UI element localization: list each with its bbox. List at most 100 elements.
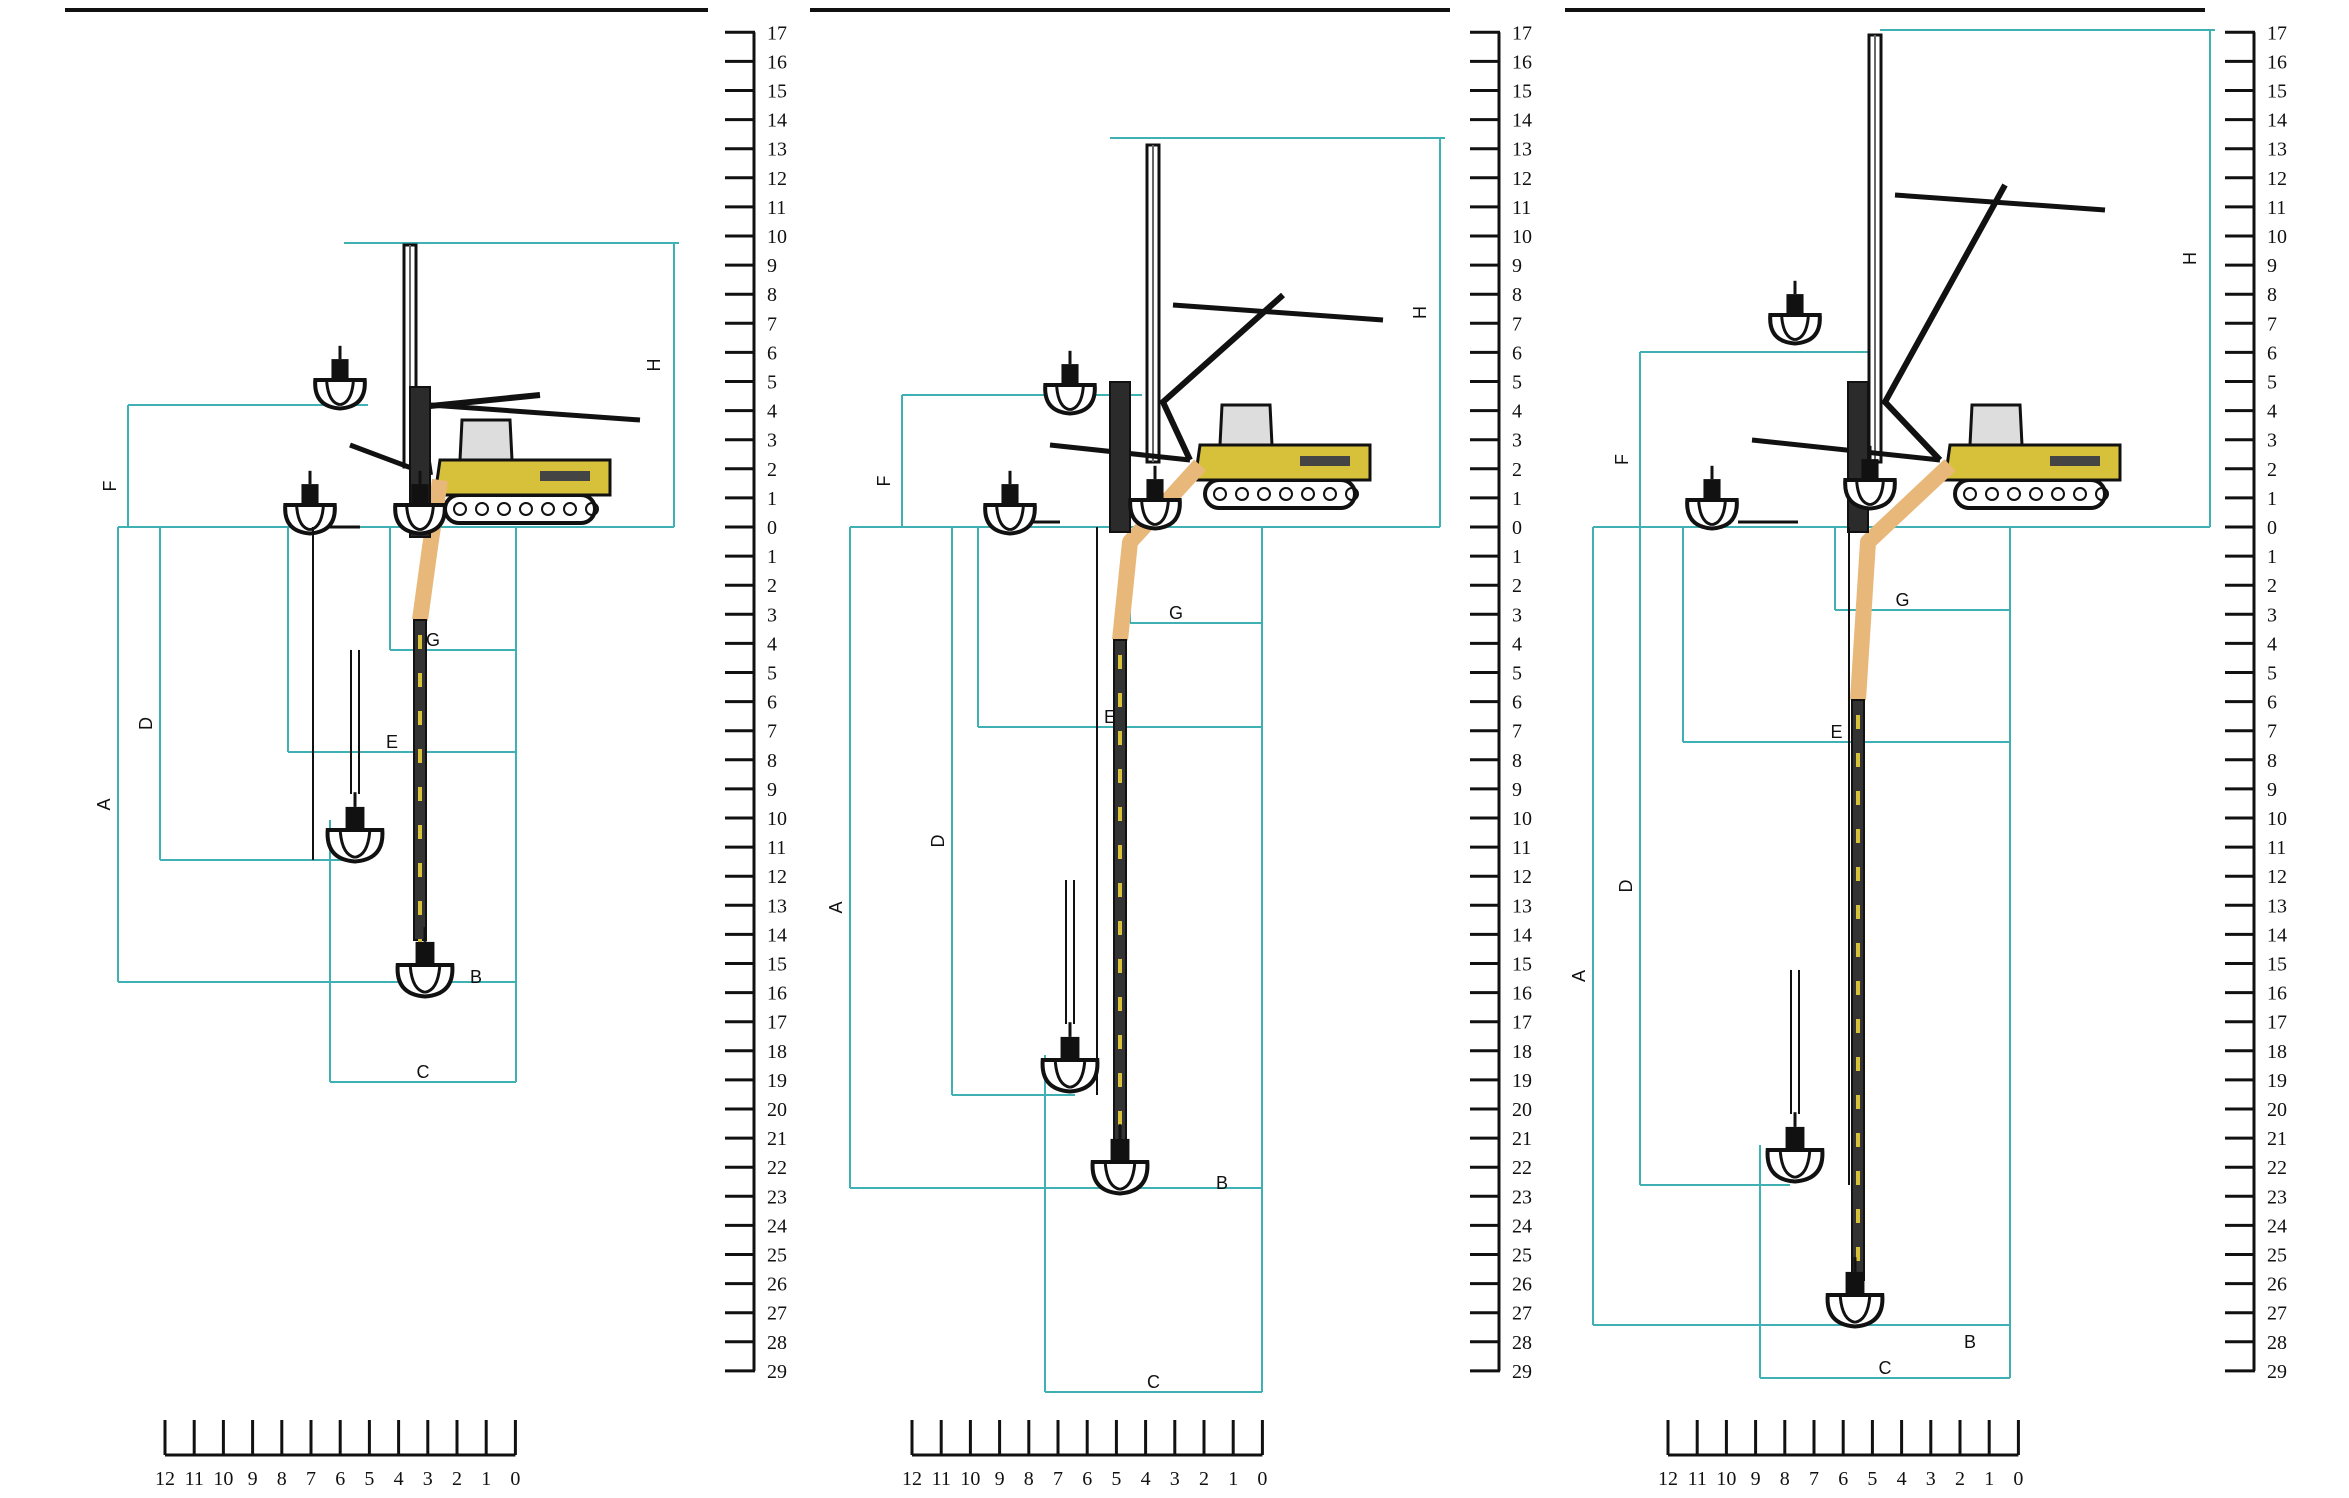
boom-lowered bbox=[412, 478, 448, 622]
scale-tick-label: 26 bbox=[1512, 1274, 1532, 1296]
stick-marker bbox=[1856, 943, 1860, 957]
scale-tick-label: 21 bbox=[2267, 1128, 2287, 1150]
dim-label-d: D bbox=[928, 835, 948, 848]
stick-marker bbox=[1856, 1171, 1860, 1185]
grab-tine bbox=[338, 831, 372, 859]
scale-tick-label: 10 bbox=[767, 226, 787, 248]
hscale-tick-label: 7 bbox=[1053, 1468, 1063, 1490]
dim-label-b: B bbox=[1216, 1173, 1228, 1193]
hscale-tick-label: 10 bbox=[213, 1468, 233, 1490]
scale-tick-label: 3 bbox=[1512, 430, 1522, 452]
stick-marker bbox=[1118, 883, 1122, 897]
scale-tick-label: 15 bbox=[767, 81, 787, 103]
scale-tick-label: 17 bbox=[767, 1012, 787, 1034]
boom-arm-raised bbox=[1159, 292, 1285, 462]
scale-tick-label: 1 bbox=[1512, 546, 1522, 568]
scale-tick-label: 5 bbox=[2267, 663, 2277, 685]
hscale-tick-label: 1 bbox=[1228, 1468, 1238, 1490]
scale-tick-label: 6 bbox=[1512, 692, 1522, 714]
dim-label-f: F bbox=[1612, 454, 1632, 465]
hscale-tick-label: 6 bbox=[1082, 1468, 1092, 1490]
hscale-tick-label: 6 bbox=[335, 1468, 345, 1490]
stick-marker bbox=[1118, 769, 1122, 783]
scale-tick-label: 1 bbox=[1512, 488, 1522, 510]
scale-tick-label: 11 bbox=[1512, 197, 1531, 219]
scale-tick-label: 2 bbox=[767, 575, 777, 597]
stick-marker bbox=[418, 749, 422, 763]
hscale-tick-label: 11 bbox=[1688, 1468, 1707, 1490]
hscale-tick-label: 0 bbox=[1257, 1468, 1267, 1490]
stick-marker bbox=[418, 825, 422, 839]
hscale-tick-label: 9 bbox=[995, 1468, 1005, 1490]
hscale-tick-label: 10 bbox=[1716, 1468, 1736, 1490]
dim-label-b: B bbox=[1964, 1332, 1976, 1352]
scale-tick-label: 18 bbox=[767, 1041, 787, 1063]
boom-lowered bbox=[1112, 459, 1206, 641]
scale-tick-label: 1 bbox=[767, 546, 777, 568]
grab-rotator bbox=[1060, 1036, 1080, 1060]
stick-marker bbox=[1118, 845, 1122, 859]
scale-tick-label: 29 bbox=[1512, 1361, 1532, 1383]
cab bbox=[1218, 403, 1274, 447]
grab-rotator bbox=[1703, 479, 1721, 500]
stick-marker bbox=[1118, 1035, 1122, 1049]
scale-tick-label: 20 bbox=[767, 1099, 787, 1121]
scale-tick-label: 8 bbox=[767, 284, 777, 306]
hscale-tick-label: 7 bbox=[1809, 1468, 1819, 1490]
scale-tick-label: 28 bbox=[2267, 1332, 2287, 1354]
scale-tick-label: 8 bbox=[1512, 750, 1522, 772]
grab-rotator bbox=[1785, 1126, 1805, 1150]
hscale-tick-label: 6 bbox=[1838, 1468, 1848, 1490]
scale-tick-label: 16 bbox=[767, 983, 787, 1005]
scale-tick-label: 17 bbox=[1512, 1012, 1532, 1034]
hscale-tick-label: 9 bbox=[1751, 1468, 1761, 1490]
scale-tick-label: 2 bbox=[2267, 575, 2277, 597]
scale-tick-label: 13 bbox=[2267, 139, 2287, 161]
grab-tine bbox=[1053, 1061, 1087, 1089]
dim-label-c: C bbox=[417, 1062, 430, 1082]
scale-tick-label: 29 bbox=[767, 1361, 787, 1383]
upper-body bbox=[433, 458, 612, 497]
dim-label-f: F bbox=[874, 476, 894, 487]
scale-tick-label: 26 bbox=[2267, 1274, 2287, 1296]
scale-tick-label: 8 bbox=[1512, 284, 1522, 306]
scale-tick-label: 24 bbox=[767, 1215, 787, 1237]
scale-tick-label: 7 bbox=[2267, 721, 2277, 743]
stick-marker bbox=[1118, 807, 1122, 821]
scale-tick-label: 20 bbox=[1512, 1099, 1532, 1121]
track-roller bbox=[2095, 487, 2109, 501]
scale-tick-label: 14 bbox=[767, 110, 787, 132]
scale-tick-label: 16 bbox=[767, 51, 787, 73]
scale-tick-label: 13 bbox=[2267, 895, 2287, 917]
stick-marker bbox=[1856, 1133, 1860, 1147]
scale-tick-label: 12 bbox=[2267, 866, 2287, 888]
scale-tick-label: 3 bbox=[1512, 604, 1522, 626]
scale-tick-label: 5 bbox=[767, 372, 777, 394]
boom-lowered bbox=[1850, 459, 1956, 701]
grab-rotator bbox=[1146, 479, 1164, 500]
hscale-tick-label: 3 bbox=[1170, 1468, 1180, 1490]
track-roller bbox=[585, 502, 599, 516]
track-roller bbox=[1963, 487, 1977, 501]
vertical-scale: 1716151413121110987654321012345678910111… bbox=[725, 22, 787, 1383]
hscale-tick-label: 9 bbox=[248, 1468, 258, 1490]
scale-tick-label: 4 bbox=[767, 633, 777, 655]
grab-tine bbox=[1103, 1163, 1137, 1191]
grab-rotator bbox=[331, 359, 349, 380]
scale-tick-label: 14 bbox=[767, 924, 787, 946]
stick-marker bbox=[1118, 921, 1122, 935]
scale-tick-label: 12 bbox=[2267, 168, 2287, 190]
scale-tick-label: 16 bbox=[2267, 983, 2287, 1005]
excavator-assembly bbox=[283, 243, 641, 999]
grab-tine bbox=[1140, 501, 1170, 527]
stick-marker bbox=[1856, 1095, 1860, 1109]
grab-tine bbox=[325, 381, 355, 407]
hscale-tick-label: 7 bbox=[306, 1468, 316, 1490]
scale-tick-label: 0 bbox=[1512, 517, 1522, 539]
scale-tick-label: 9 bbox=[767, 779, 777, 801]
grab-tine bbox=[1838, 1296, 1872, 1324]
boom-arm-horizontal bbox=[1894, 192, 2106, 213]
hscale-tick-label: 5 bbox=[1867, 1468, 1877, 1490]
